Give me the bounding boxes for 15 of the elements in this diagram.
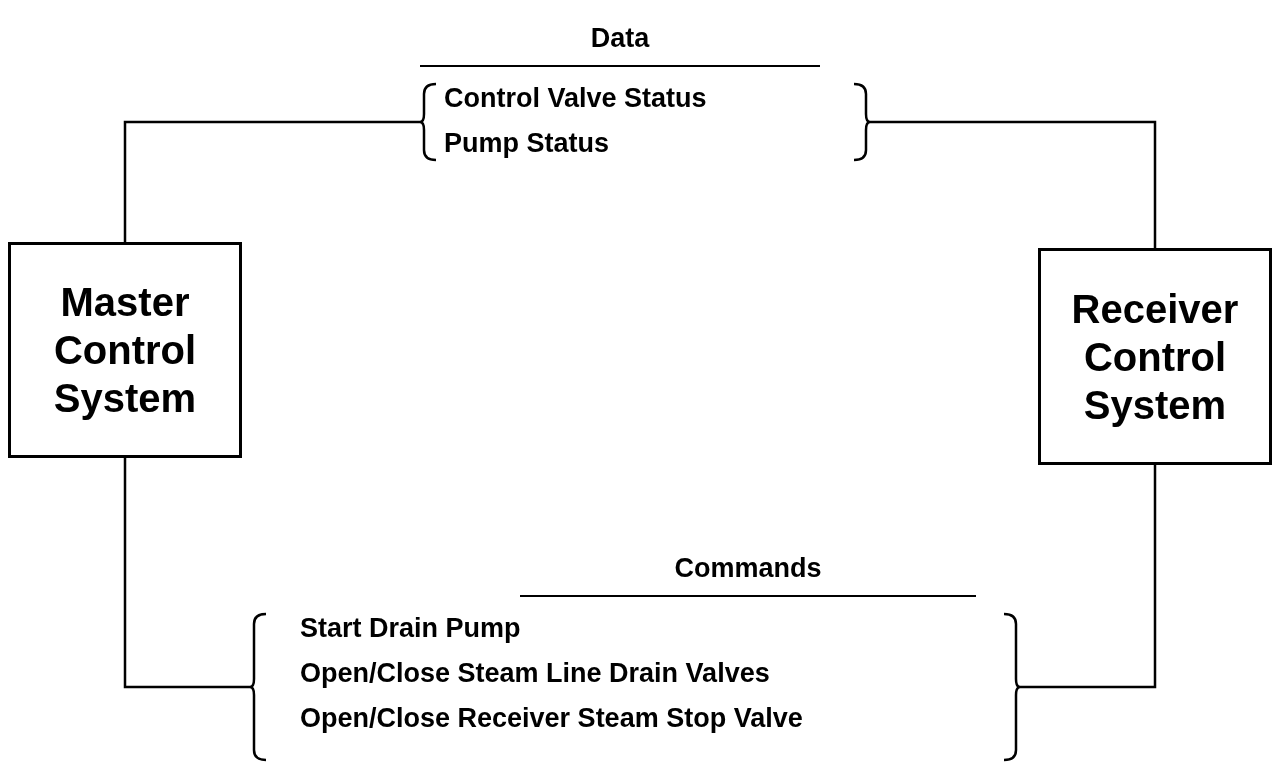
system-box [8,242,242,458]
list-item: Control Valve Status [444,82,707,115]
system-name: Receiver Control System [1070,285,1240,429]
system-box [1038,248,1272,465]
list-item: Start Drain Pump [300,612,522,645]
connector-line [123,458,250,689]
connector-line [870,120,1157,248]
system-name: Master Control System [52,279,198,422]
group-heading: Commands [673,552,823,585]
connector-line [123,120,420,242]
connector-line [1020,465,1157,689]
list-item: Pump Status [444,127,611,160]
group-heading: Data [589,22,651,55]
list-item: Open/Close Steam Line Drain Valves [300,657,771,690]
list-item: Open/Close Receiver Steam Stop Valve [300,702,803,735]
